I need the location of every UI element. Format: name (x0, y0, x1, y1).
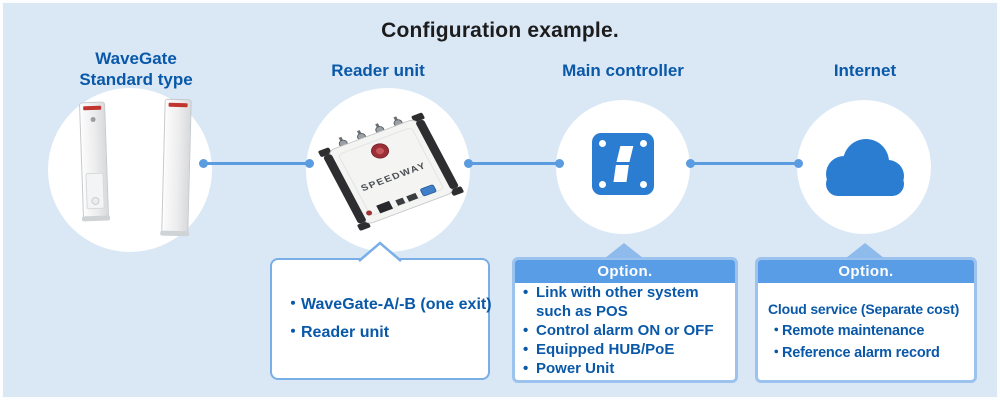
screw-dot (640, 140, 647, 147)
option-header: Option. (515, 260, 735, 283)
reader-mount-foot (450, 186, 464, 196)
option-body: • Link with other system such as POS • C… (515, 283, 735, 380)
gate-sensor-dot (90, 116, 96, 123)
controller-switch-plate-icon (592, 133, 654, 195)
connector-dot (199, 159, 208, 168)
callout-item-text: Reference alarm record (782, 344, 940, 361)
serial-port (420, 184, 437, 197)
callout-item-text: Link with other system such as POS (536, 284, 699, 320)
connector-dot (794, 159, 803, 168)
connector-line-controller-internet (686, 159, 803, 168)
connector-dot (686, 159, 695, 168)
diagram-title: Configuration example. (381, 19, 619, 42)
callout-item: • Power Unit (523, 359, 729, 378)
connector-dot (555, 159, 564, 168)
internet-option-box: Option. Cloud service (Separate cost) ・ … (755, 257, 977, 383)
callout-tail-controller (605, 243, 643, 258)
switch-toggle-icon (613, 146, 634, 182)
callout-item: • Equipped HUB/PoE (523, 340, 729, 359)
bullet: ・ (769, 322, 784, 339)
usb-port (406, 192, 419, 202)
callout-item: ・WaveGate-A/-B (one exit) (285, 296, 492, 313)
wavegate-label-line1: WaveGate (95, 49, 177, 68)
bullet: • (523, 284, 529, 301)
callout-item: • Control alarm ON or OFF (523, 321, 729, 340)
gate-pillar-left (78, 101, 111, 222)
gate-alarm-light (168, 102, 188, 108)
controller-label: Main controller (562, 61, 684, 80)
option-header: Option. (758, 260, 974, 283)
gate-pillar-right (160, 98, 192, 237)
power-led (366, 210, 373, 216)
screw-dot (599, 140, 606, 147)
internet-label: Internet (833, 61, 897, 80)
callout-item: ・ Reference alarm record (766, 342, 968, 364)
reader-side-rail (323, 154, 366, 224)
connector-line-reader-controller (464, 159, 564, 168)
rfid-reader-device-image: SPEEDWAY (318, 112, 464, 231)
callout-item-text: Equipped HUB/PoE (536, 341, 675, 358)
screw-dot (599, 181, 606, 188)
callout-intro: Cloud service (Separate cost) (768, 300, 960, 317)
reader-face-detail (338, 127, 444, 216)
callout-item-text: Power Unit (536, 360, 615, 377)
reader-side-rail (416, 119, 459, 189)
controller-option-box: Option. • Link with other system such as… (512, 257, 738, 383)
bullet: • (523, 360, 529, 377)
reader-logo-inner (376, 147, 385, 155)
callout-item: ・Reader unit (285, 324, 390, 341)
option-body: Cloud service (Separate cost) ・ Remote m… (758, 283, 974, 380)
reader-mount-foot (357, 221, 371, 231)
screw-dot (640, 181, 647, 188)
switch-toggle-bottom (613, 165, 629, 182)
wavegate-label: WaveGate Standard type (46, 48, 226, 90)
cloud-icon (826, 139, 904, 196)
reader-label: Reader unit (331, 61, 425, 80)
callout-tail-internet (846, 243, 884, 258)
callout-item: • Link with other system such as POS (523, 283, 729, 321)
callout-item: ・ Remote maintenance (766, 320, 968, 342)
switch-toggle-top (616, 146, 634, 162)
usb-port (395, 197, 406, 206)
reader-callout-box: ・WaveGate-A/-B (one exit) ・Reader unit (270, 258, 492, 380)
callout-item-text: Control alarm ON or OFF (536, 322, 714, 339)
bullet: ・ (769, 344, 784, 361)
reader-mount-foot (318, 147, 332, 157)
wavegate-label-line2: Standard type (79, 70, 193, 89)
gate-alarm-light (83, 105, 102, 111)
callout-tail-reader (358, 241, 402, 262)
bullet: • (523, 322, 529, 339)
gate-base (160, 230, 190, 237)
callout-item-text: Remote maintenance (782, 322, 925, 339)
bullet: • (523, 341, 529, 358)
reader-mount-foot (411, 112, 425, 123)
connector-dot (305, 159, 314, 168)
connector-line-gate-reader (199, 159, 314, 168)
ethernet-port (376, 200, 394, 214)
connector-dot (464, 159, 473, 168)
gate-base (81, 215, 111, 222)
